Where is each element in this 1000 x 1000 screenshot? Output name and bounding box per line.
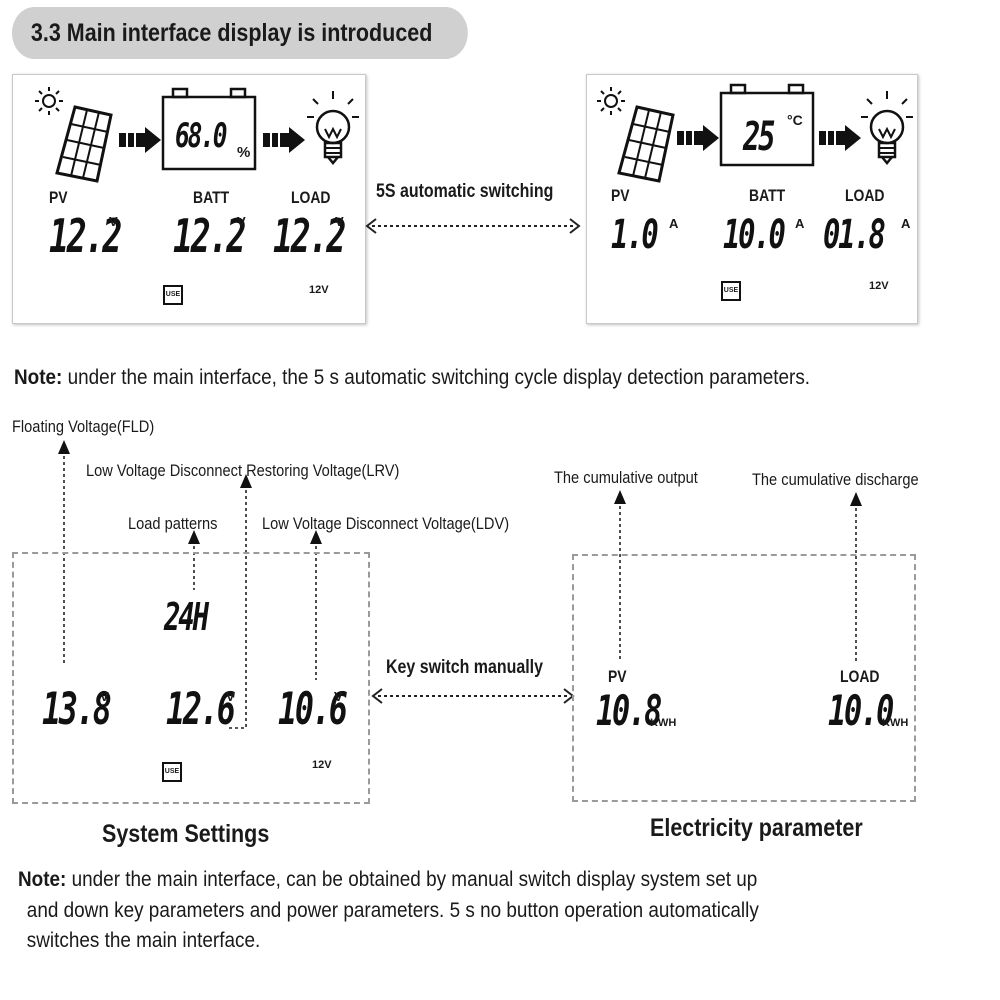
use-icon: USE — [162, 762, 182, 782]
load-mode-value: 24H — [164, 595, 209, 639]
load-energy-value: 10.0 — [828, 686, 894, 735]
manual-switch-label: Key switch manually — [386, 657, 544, 678]
unit-volt: V — [109, 214, 118, 229]
section-heading: 3.3 Main interface display is introduced — [12, 7, 468, 59]
unit-volt: V — [334, 689, 343, 704]
lrv-annotation: Low Voltage Disconnect Restoring Voltage… — [86, 461, 400, 480]
unit-kwh: KWH — [882, 717, 909, 729]
batt-current-value: 10.0 — [723, 212, 786, 258]
lrv-value: 12.6 — [166, 684, 236, 735]
light-bulb-icon — [307, 91, 359, 165]
battery-percent-unit: % — [237, 144, 251, 161]
fld-annotation: Floating Voltage(FLD) — [12, 417, 155, 436]
main-display-current-panel: 25 °C PV BATT LOAD 1.0 A 10.0 A 01.8 A U… — [586, 74, 918, 324]
electricity-parameter-title: Electricity parameter — [650, 814, 863, 842]
unit-volt: V — [335, 214, 344, 229]
pv-label: PV — [611, 186, 630, 205]
load-patterns-annotation: Load patterns — [128, 514, 218, 533]
pv-current-value: 1.0 — [611, 212, 659, 258]
use-icon: USE — [163, 285, 183, 305]
batt-voltage-value: 12.2 — [173, 209, 246, 263]
main-display-voltage-panel: 68.0 % PV BATT LOAD 12.2 V 12.2 V 12.2 V… — [12, 74, 366, 324]
system-settings-panel: 24H 13.8 V 12.6 V 10.6 V USE 12V — [12, 552, 370, 804]
system-settings-title: System Settings — [102, 820, 270, 848]
note-manual-switching: Note: under the main interface, can be o… — [18, 867, 759, 953]
unit-volt: V — [100, 689, 109, 704]
battery-capacity-value: 68.0 — [175, 116, 227, 156]
ldv-value: 10.6 — [278, 684, 348, 735]
ldv-annotation: Low Voltage Disconnect Voltage(LDV) — [262, 514, 510, 533]
arrow-right-icon — [263, 127, 305, 153]
double-arrow-icon — [371, 688, 575, 704]
arrow-right-icon — [819, 125, 861, 151]
pv-voltage-value: 12.2 — [49, 209, 122, 263]
unit-amp: A — [901, 216, 911, 231]
batt-label: BATT — [749, 186, 786, 205]
load-label: LOAD — [291, 188, 331, 207]
unit-volt: V — [237, 214, 246, 229]
cumulative-discharge-annotation: The cumulative discharge — [752, 470, 919, 489]
pv-label: PV — [49, 188, 68, 207]
load-current-value: 01.8 — [823, 212, 886, 258]
light-bulb-icon — [861, 91, 913, 165]
fld-value: 13.8 — [42, 684, 112, 735]
temperature-unit: °C — [787, 112, 803, 128]
cumulative-output-annotation: The cumulative output — [554, 468, 698, 487]
solar-panel-icon — [597, 87, 675, 183]
auto-switch-label: 5S automatic switching — [376, 181, 554, 202]
pv-energy-value: 10.8 — [596, 686, 662, 735]
battery-icon — [161, 87, 257, 171]
unit-amp: A — [669, 216, 679, 231]
note-auto-switching: Note: under the main interface, the 5 s … — [14, 365, 811, 389]
electricity-parameter-panel: PV 10.8 KWH LOAD 10.0 KWH — [572, 554, 916, 802]
solar-panel-icon — [35, 87, 113, 183]
system-voltage-label: 12V — [309, 284, 329, 296]
load-label: LOAD — [845, 186, 885, 205]
arrow-right-icon — [677, 125, 719, 151]
batt-label: BATT — [193, 188, 230, 207]
pv-label: PV — [608, 667, 627, 686]
unit-amp: A — [795, 216, 805, 231]
battery-icon — [719, 83, 815, 167]
system-voltage-label: 12V — [869, 280, 889, 292]
arrow-right-icon — [119, 127, 161, 153]
temperature-value: 25 — [743, 114, 776, 160]
system-voltage-label: 12V — [312, 759, 332, 771]
double-arrow-icon — [365, 218, 581, 234]
load-label: LOAD — [840, 667, 880, 686]
use-icon: USE — [721, 281, 741, 301]
unit-volt: V — [226, 689, 235, 704]
unit-kwh: KWH — [650, 717, 677, 729]
load-voltage-value: 12.2 — [273, 209, 346, 263]
